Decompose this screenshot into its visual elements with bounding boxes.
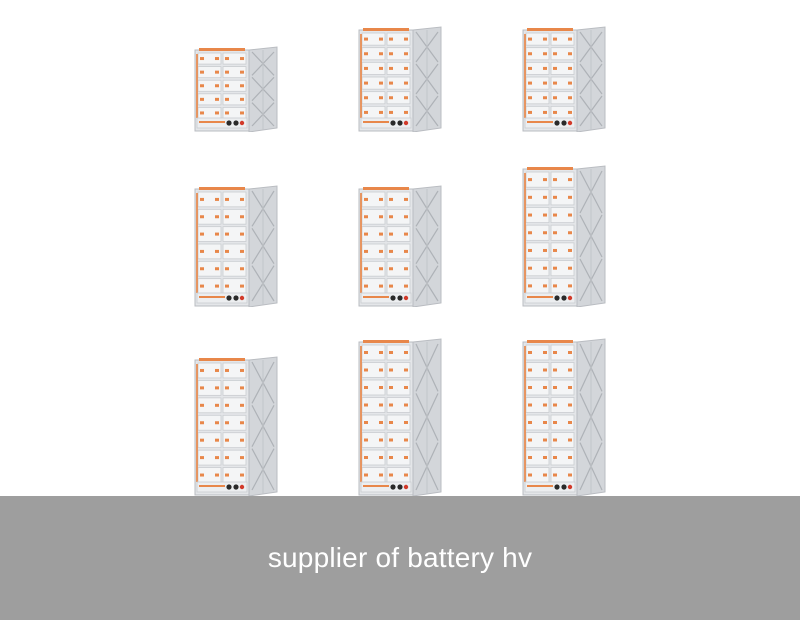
- battery-module: [222, 66, 247, 79]
- battery-module: [222, 52, 247, 65]
- battery-module: [386, 449, 411, 466]
- battery-module: [222, 414, 247, 431]
- battery-module: [386, 61, 411, 75]
- battery-rack-grid: [194, 26, 606, 496]
- battery-module: [550, 224, 575, 241]
- battery-rack-icon: [194, 46, 278, 132]
- battery-rack-icon: [522, 165, 606, 307]
- battery-module: [550, 414, 575, 431]
- battery-module: [222, 397, 247, 414]
- battery-module: [222, 260, 247, 277]
- battery-module: [386, 191, 411, 208]
- battery-module: [222, 79, 247, 92]
- caption-text: supplier of battery hv: [267, 542, 533, 573]
- battery-module: [550, 47, 575, 61]
- battery-module: [222, 380, 247, 396]
- battery-module: [550, 76, 575, 90]
- battery-module: [550, 242, 575, 259]
- battery-module: [550, 432, 575, 448]
- caption-bar: supplier of battery hv: [0, 496, 800, 620]
- battery-rack-icon: [194, 185, 278, 307]
- battery-rack-icon: [194, 356, 278, 496]
- battery-module: [386, 260, 411, 277]
- battery-module: [222, 93, 247, 106]
- battery-module: [222, 191, 247, 208]
- battery-module: [550, 449, 575, 466]
- battery-rack-icon: [522, 338, 606, 496]
- battery-module: [386, 432, 411, 448]
- battery-module: [386, 397, 411, 413]
- battery-module: [386, 362, 411, 378]
- battery-module: [550, 32, 575, 46]
- battery-module: [386, 91, 411, 105]
- battery-module: [550, 171, 575, 188]
- battery-rack-icon: [358, 26, 442, 132]
- battery-module: [386, 208, 411, 225]
- battery-module: [386, 76, 411, 90]
- battery-module: [386, 344, 411, 361]
- battery-module: [222, 208, 247, 225]
- battery-module: [550, 91, 575, 105]
- battery-rack-icon: [358, 338, 442, 496]
- battery-module: [222, 226, 247, 242]
- battery-rack-icon: [522, 26, 606, 132]
- battery-module: [386, 414, 411, 431]
- battery-module: [386, 226, 411, 242]
- battery-rack-icon: [358, 185, 442, 307]
- battery-module: [386, 47, 411, 61]
- battery-module: [550, 260, 575, 277]
- battery-module: [550, 362, 575, 378]
- battery-module: [550, 379, 575, 396]
- battery-module: [222, 449, 247, 466]
- battery-module: [386, 243, 411, 260]
- battery-module: [222, 243, 247, 260]
- battery-module: [222, 362, 247, 379]
- battery-module: [550, 397, 575, 413]
- battery-module: [550, 189, 575, 206]
- battery-module: [550, 344, 575, 361]
- battery-module: [386, 379, 411, 396]
- battery-module: [222, 432, 247, 449]
- battery-module: [550, 61, 575, 75]
- battery-module: [550, 207, 575, 224]
- battery-module: [386, 32, 411, 46]
